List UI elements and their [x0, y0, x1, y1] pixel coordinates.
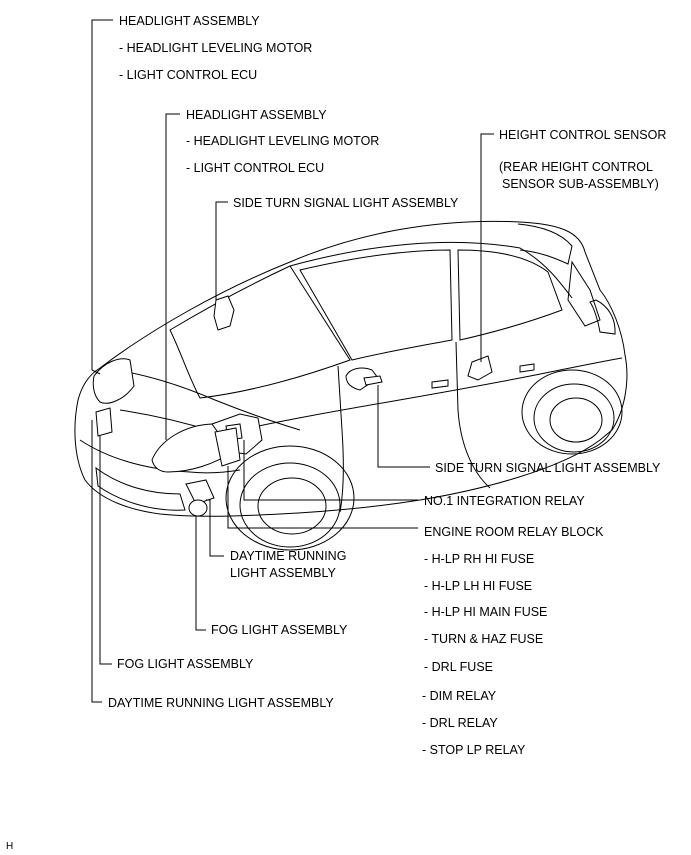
windshield: [169, 265, 351, 399]
leader-engine-room-relay: [227, 466, 418, 529]
label-headlight-leveling-motor-rh: - HEADLIGHT LEVELING MOTOR: [186, 134, 380, 148]
rear-wheel-tire: [533, 383, 615, 453]
fog-light-center-part: [188, 499, 208, 517]
label-fog-light-center: FOG LIGHT ASSEMBLY: [211, 623, 348, 637]
leader-fog-center: [195, 516, 206, 631]
label-drl-center-line1: DAYTIME RUNNING: [230, 549, 347, 563]
rear-wheel-rim: [549, 397, 603, 443]
side-turn-signal-top-part: [213, 295, 235, 331]
label-side-turn-signal-top: SIDE TURN SIGNAL LIGHT ASSEMBLY: [233, 196, 459, 210]
label-drl-left: DAYTIME RUNNING LIGHT ASSEMBLY: [108, 696, 334, 710]
front-side-window: [299, 249, 453, 361]
label-fuse-turn-haz: - TURN & HAZ FUSE: [424, 632, 544, 646]
daytime-running-light-lh: [95, 407, 113, 437]
daytime-running-light-center: [185, 479, 215, 505]
leader-headlight-lh: [91, 19, 113, 375]
rear-quarter-glass: [567, 260, 601, 327]
body-side-line: [239, 357, 623, 431]
label-drl-center-line2: LIGHT ASSEMBLY: [230, 566, 336, 580]
label-height-control-sensor: HEIGHT CONTROL SENSOR: [499, 128, 667, 142]
car-illustration: [74, 220, 628, 551]
label-relay-dim: - DIM RELAY: [422, 689, 497, 703]
rear-spoiler: [517, 223, 573, 265]
corner-mark: H: [6, 841, 14, 852]
label-headlight-assembly-rh: HEADLIGHT ASSEMBLY: [186, 108, 327, 122]
rear-side-window: [457, 249, 563, 341]
label-fog-light-left: FOG LIGHT ASSEMBLY: [117, 657, 254, 671]
car-body-outline: [74, 220, 628, 517]
front-door-handle: [431, 379, 449, 389]
rear-lamp: [589, 299, 616, 335]
label-side-turn-signal-right: SIDE TURN SIGNAL LIGHT ASSEMBLY: [435, 461, 661, 475]
label-engine-room-relay-block: ENGINE ROOM RELAY BLOCK: [424, 525, 604, 539]
lower-grille: [95, 466, 186, 511]
rear-wheel-arch: [521, 369, 623, 455]
leader-side-turn-top: [215, 201, 228, 300]
label-headlight-leveling-motor-lh: - HEADLIGHT LEVELING MOTOR: [119, 41, 313, 55]
leader-lines: [91, 19, 494, 703]
leader-side-turn-right: [377, 385, 430, 468]
label-rear-height-sensor-line1: (REAR HEIGHT CONTROL: [499, 160, 653, 174]
side-turn-signal-mirror: [363, 375, 383, 386]
height-control-sensor-part: [467, 355, 493, 381]
label-fuse-hlp-rh-hi: - H-LP RH HI FUSE: [424, 552, 535, 566]
label-light-control-ecu-rh: - LIGHT CONTROL ECU: [186, 161, 325, 175]
front-wheel-arch: [225, 445, 355, 551]
headlight-rh: [151, 423, 233, 473]
roof-line: [289, 241, 573, 299]
label-light-control-ecu-lh: - LIGHT CONTROL ECU: [119, 68, 258, 82]
label-relay-stop-lp: - STOP LP RELAY: [422, 743, 526, 757]
leader-height-sensor: [480, 133, 494, 362]
engine-room-relay-block-part: [214, 427, 241, 467]
front-wheel-rim: [257, 477, 327, 535]
label-fuse-hlp-lh-hi: - H-LP LH HI FUSE: [424, 579, 533, 593]
headlight-lh: [92, 358, 135, 404]
front-bumper: [79, 439, 241, 474]
label-rear-height-sensor-line2: SENSOR SUB-ASSEMBLY): [502, 177, 659, 191]
rear-door: [455, 341, 491, 489]
leader-headlight-rh: [165, 113, 180, 440]
label-integration-relay: NO.1 INTEGRATION RELAY: [424, 494, 585, 508]
label-fuse-hlp-hi-main: - H-LP HI MAIN FUSE: [424, 605, 548, 619]
front-wheel-tire: [239, 462, 341, 548]
leader-integration-relay: [243, 440, 418, 501]
rear-door-handle: [519, 363, 535, 373]
label-headlight-assembly-lh: HEADLIGHT ASSEMBLY: [119, 14, 260, 28]
label-relay-drl: - DRL RELAY: [422, 716, 498, 730]
leader-drl-center: [206, 499, 224, 557]
label-fuse-drl: - DRL FUSE: [424, 660, 493, 674]
leader-drl-left: [91, 420, 102, 703]
front-door: [337, 365, 344, 513]
hood: [99, 367, 301, 431]
leader-fog-left: [99, 436, 112, 665]
